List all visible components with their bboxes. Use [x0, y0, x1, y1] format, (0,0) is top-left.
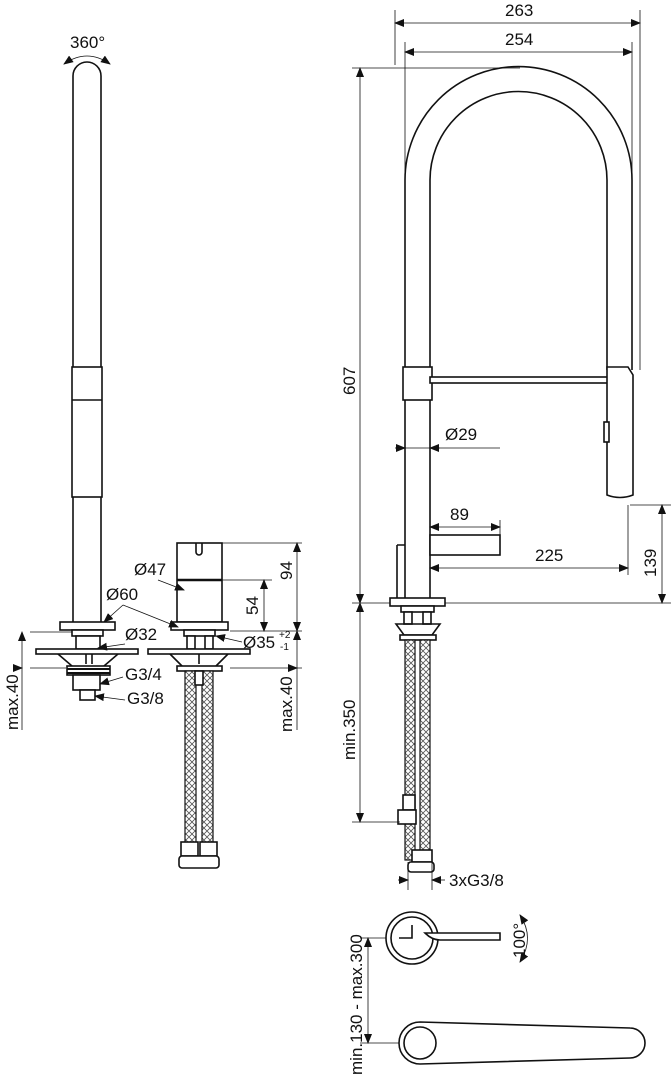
d35-label: Ø35: [243, 633, 275, 652]
spray-head: [606, 366, 634, 499]
spout-collar: [71, 366, 103, 498]
side-view-dimensions: max.40 Ø60 Ø47 Ø32 G3/4 G3/8 Ø35 +2 -1 9…: [3, 542, 302, 732]
g34-label: G3/4: [125, 665, 162, 684]
h54-label: 54: [243, 596, 262, 615]
d60-label: Ø60: [106, 585, 138, 604]
h139-label: 139: [641, 549, 660, 577]
counter-plate: [35, 648, 139, 655]
base-plate: [59, 621, 116, 631]
min350-label: min.350: [340, 700, 359, 760]
angle-label: 100°: [510, 923, 529, 958]
top-view: 100° min.130 - max.300: [347, 911, 646, 1075]
h607-label: 607: [340, 367, 359, 395]
rotation-label: 360°: [70, 33, 105, 52]
g38-label: G3/8: [127, 689, 164, 708]
front-view-faucet: [389, 65, 634, 873]
hoses-label: 3xG3/8: [449, 871, 504, 890]
w263-label: 263: [505, 1, 533, 20]
l89-label: 89: [450, 505, 469, 524]
w254-label: 254: [505, 30, 533, 49]
range-label: min.130 - max.300: [347, 934, 366, 1075]
max40-left-label: max.40: [3, 674, 22, 730]
l225-label: 225: [535, 546, 563, 565]
front-view-dimensions: 263 254 607 Ø29 89 225 139 min.350 3xG3/…: [340, 1, 671, 890]
side-view-mixer: [147, 542, 251, 869]
d35-tol-plus: +2: [279, 630, 291, 641]
rotation-arrow-icon: [63, 55, 111, 65]
d32-label: Ø32: [125, 625, 157, 644]
d29-label: Ø29: [445, 425, 477, 444]
spray-rail: [429, 376, 609, 384]
lever: [429, 534, 501, 556]
h94-label: 94: [277, 561, 296, 580]
max40-right-label: max.40: [277, 676, 296, 732]
d35-tol-minus: -1: [280, 642, 289, 653]
d47-label: Ø47: [134, 560, 166, 579]
